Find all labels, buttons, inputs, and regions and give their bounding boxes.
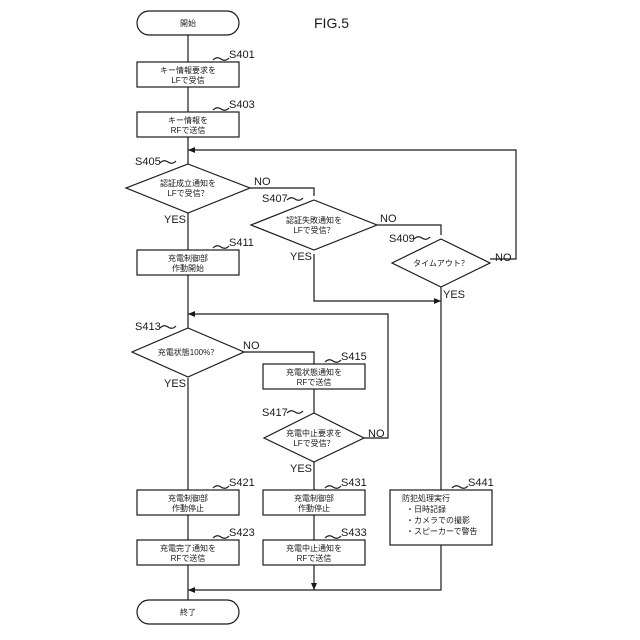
step-s441: 防犯処理実行 ・日時記録 ・カメラでの撮影 ・スピーカーで警告 S441 xyxy=(390,477,494,545)
label-s413-yes: YES xyxy=(164,378,186,390)
label-s407-no: NO xyxy=(380,213,397,225)
step-text: キー情報要求を xyxy=(160,65,216,75)
terminal-start: 開始 xyxy=(137,11,239,35)
decision-s409: タイムアウト？ S409 xyxy=(389,233,490,287)
step-id: S423 xyxy=(229,527,255,539)
arrow-head xyxy=(188,311,195,317)
step-text: 防犯処理実行 xyxy=(402,493,450,503)
step-text: RFで送信 xyxy=(171,125,206,135)
leader-line xyxy=(325,536,341,539)
label-s405-no: NO xyxy=(254,176,271,188)
terminal-label: 開始 xyxy=(180,18,196,28)
step-id: S415 xyxy=(341,351,367,363)
step-text: 充電完了通知を xyxy=(160,543,216,553)
arrow-head xyxy=(434,298,441,304)
step-id: S433 xyxy=(341,527,367,539)
line-s413-no xyxy=(244,352,314,364)
leader-line xyxy=(325,486,341,489)
step-id: S413 xyxy=(135,321,161,333)
figure-label: FIG.5 xyxy=(314,15,349,31)
step-s411: 充電制御部 作動開始 S411 xyxy=(137,237,254,275)
step-s433: 充電中止通知を RFで送信 S433 xyxy=(263,527,367,565)
arrow-head xyxy=(311,583,317,590)
leader-line xyxy=(325,360,341,363)
step-id: S407 xyxy=(262,193,288,205)
step-id: S421 xyxy=(229,477,255,489)
step-s431: 充電制御部 作動停止 S431 xyxy=(263,477,367,515)
decision-s413: 充電状態100%？ S413 xyxy=(132,321,244,377)
label-s409-no: NO xyxy=(495,252,512,264)
step-text: 作動開始 xyxy=(172,263,204,273)
leader-line xyxy=(287,198,303,201)
decision-text: LFで受信？ xyxy=(167,188,208,198)
decision-text: 充電状態100%？ xyxy=(158,347,218,357)
terminal-label: 終了 xyxy=(180,607,196,617)
step-s401: キー情報要求を LFで受信 S401 xyxy=(137,49,255,87)
leader-line xyxy=(213,58,229,61)
label-s405-yes: YES xyxy=(164,214,186,226)
step-text: ・スピーカーで警告 xyxy=(406,526,478,536)
step-text: キー情報を xyxy=(168,115,208,125)
label-s409-yes: YES xyxy=(443,289,465,301)
leader-line xyxy=(160,326,176,329)
step-id: S405 xyxy=(135,156,161,168)
label-s417-no: NO xyxy=(368,428,385,440)
decision-shape xyxy=(251,200,377,250)
decision-text: LFで受信？ xyxy=(293,225,334,235)
leader-line xyxy=(160,161,176,164)
arrow-head xyxy=(188,147,195,153)
decision-text: タイムアウト？ xyxy=(413,259,469,268)
step-id: S441 xyxy=(468,477,494,489)
arrow-head xyxy=(188,587,195,593)
step-s423: 充電完了通知を RFで送信 S423 xyxy=(137,527,255,565)
leader-line xyxy=(213,486,229,489)
step-text: 充電中止通知を xyxy=(286,543,342,553)
step-text: RFで送信 xyxy=(171,553,206,563)
step-id: S409 xyxy=(389,233,415,245)
label-s417-yes: YES xyxy=(290,463,312,475)
label-s413-no: NO xyxy=(243,340,260,352)
step-text: 充電制御部 xyxy=(168,493,208,503)
step-text: 作動停止 xyxy=(172,503,204,513)
label-s407-yes: YES xyxy=(290,251,312,263)
leader-line xyxy=(213,246,229,249)
terminal-end: 終了 xyxy=(137,600,239,624)
decision-text: 認証失敗通知を xyxy=(286,215,342,225)
step-id: S401 xyxy=(229,49,255,61)
step-text: LFで受信 xyxy=(171,75,204,85)
step-id: S417 xyxy=(262,407,288,419)
decision-s407: 認証失敗通知を LFで受信？ S407 xyxy=(251,193,377,250)
leader-line xyxy=(213,108,229,111)
step-text: 充電状態通知を xyxy=(286,367,342,377)
step-s403: キー情報を RFで送信 S403 xyxy=(137,99,255,137)
step-text: 作動停止 xyxy=(298,503,330,513)
step-text: 充電制御部 xyxy=(294,493,334,503)
leader-line xyxy=(213,536,229,539)
step-text: 充電制御部 xyxy=(168,253,208,263)
step-id: S411 xyxy=(229,237,254,249)
step-text: ・日時記録 xyxy=(406,504,446,514)
leader-line xyxy=(414,237,430,240)
decision-s417: 充電中止要求を LFで受信？ S417 xyxy=(262,407,364,462)
decision-s405: 認証成立通知を LFで受信？ S405 xyxy=(126,156,250,213)
decision-text: 充電中止要求を xyxy=(286,428,342,438)
step-id: S431 xyxy=(341,477,367,489)
step-text: RFで送信 xyxy=(297,553,332,563)
step-s415: 充電状態通知を RFで送信 S415 xyxy=(263,351,367,389)
decision-text: LFで受信？ xyxy=(293,438,334,448)
leader-line xyxy=(287,411,303,414)
decision-text: 認証成立通知を xyxy=(160,178,216,188)
leader-line xyxy=(452,486,468,489)
step-text: ・カメラでの撮影 xyxy=(406,515,470,525)
step-text: RFで送信 xyxy=(297,377,332,387)
step-s421: 充電制御部 作動停止 S421 xyxy=(137,477,255,515)
step-id: S403 xyxy=(229,99,255,111)
